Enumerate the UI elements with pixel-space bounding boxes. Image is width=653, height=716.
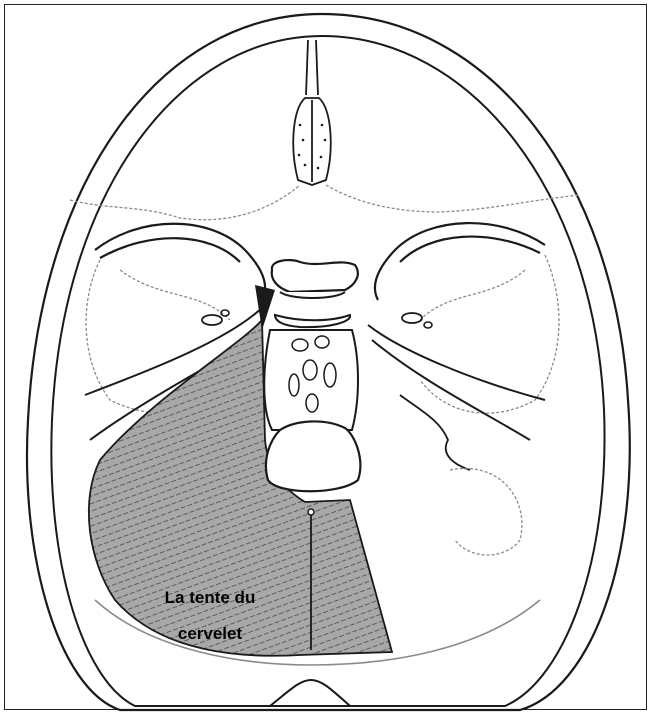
right-internal-acoustic-meatus (400, 395, 470, 470)
sella-turcica (272, 260, 358, 292)
crista-galli (306, 40, 318, 95)
anterior-fossa-suture (70, 185, 580, 220)
right-foramen-ovale (402, 313, 422, 323)
right-foramen-spinosum (424, 322, 432, 328)
right-lesser-wing (375, 223, 545, 300)
tentorium-label-line2: cervelet (178, 624, 243, 643)
left-foramen-ovale (202, 315, 222, 325)
dorsum-sellae (275, 292, 350, 327)
tentorium-label-line1: La tente du (165, 588, 256, 607)
foramen-magnum (266, 421, 360, 491)
crest-origin-dot (308, 509, 314, 515)
right-posterior-fossa-suture (450, 468, 522, 555)
internal-occipital-protuberance (270, 680, 350, 706)
right-petrous-ridge (368, 325, 545, 440)
left-lesser-wing (95, 224, 265, 300)
cribriform-plate (293, 98, 330, 185)
right-middle-fossa-suture (420, 255, 559, 413)
